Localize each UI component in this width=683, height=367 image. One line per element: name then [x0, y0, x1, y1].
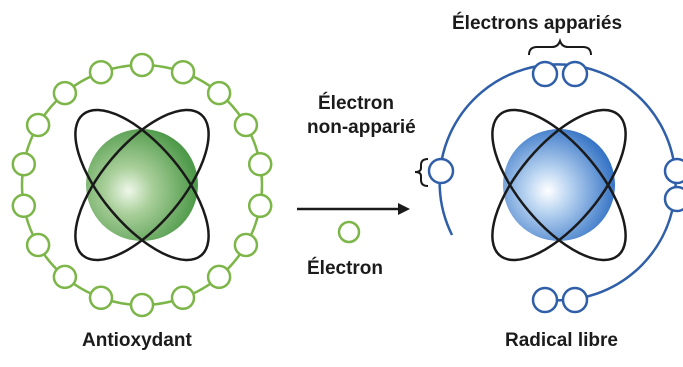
- antioxidant-atom: [11, 52, 273, 318]
- antioxidant-nucleus: [86, 129, 198, 241]
- paired-electrons-label: Électrons appariés: [452, 13, 623, 34]
- free-radical-atom: [427, 60, 683, 314]
- antioxidant-electron: [170, 59, 196, 85]
- antioxidant-electron: [11, 151, 37, 177]
- antioxidant-electron: [206, 264, 232, 290]
- unpaired-electron-label-line1: Électron: [318, 93, 395, 114]
- antioxidant-electron: [88, 285, 114, 311]
- antioxidant-electron: [233, 232, 259, 258]
- antioxidant-electron: [25, 112, 51, 138]
- unpaired-electron: [427, 157, 455, 185]
- free-radical-nucleus: [503, 129, 615, 241]
- paired-electrons-bottom: [531, 286, 589, 314]
- antioxidant-electron: [88, 59, 114, 85]
- antioxidant-electron: [52, 264, 78, 290]
- antioxidant-electron: [247, 193, 273, 219]
- antioxidant-electron: [233, 112, 259, 138]
- antioxidant-electron: [129, 292, 155, 318]
- antioxidant-electron: [52, 80, 78, 106]
- free-electron: [337, 220, 361, 244]
- electron-label: Électron: [307, 258, 384, 279]
- antioxidant-label: Antioxydant: [82, 330, 192, 351]
- antioxidant-electron: [129, 52, 155, 78]
- unpaired-electron-brace: [414, 158, 429, 187]
- free-radical-orbit-2: [491, 108, 627, 262]
- paired-electrons-right: [663, 157, 683, 213]
- antioxidant-electron: [11, 193, 37, 219]
- free-radical-orbit-1: [491, 108, 627, 262]
- paired-electrons-top: [531, 60, 589, 88]
- unpaired-electron-label-line2: non-apparié: [307, 117, 416, 138]
- free-radical-shell: [438, 63, 677, 302]
- antioxidant-electron: [247, 151, 273, 177]
- antioxidant-electron-ring: [11, 52, 273, 318]
- free-radical-label: Radical libre: [505, 330, 618, 351]
- antioxidant-orbit-1: [74, 108, 210, 262]
- antioxidant-electron: [25, 232, 51, 258]
- reaction-arrow: [297, 203, 410, 215]
- antioxidant-orbit-2: [74, 108, 210, 262]
- paired-electrons-brace: [528, 37, 592, 56]
- antioxidant-electron: [170, 285, 196, 311]
- antioxidant-electron: [206, 80, 232, 106]
